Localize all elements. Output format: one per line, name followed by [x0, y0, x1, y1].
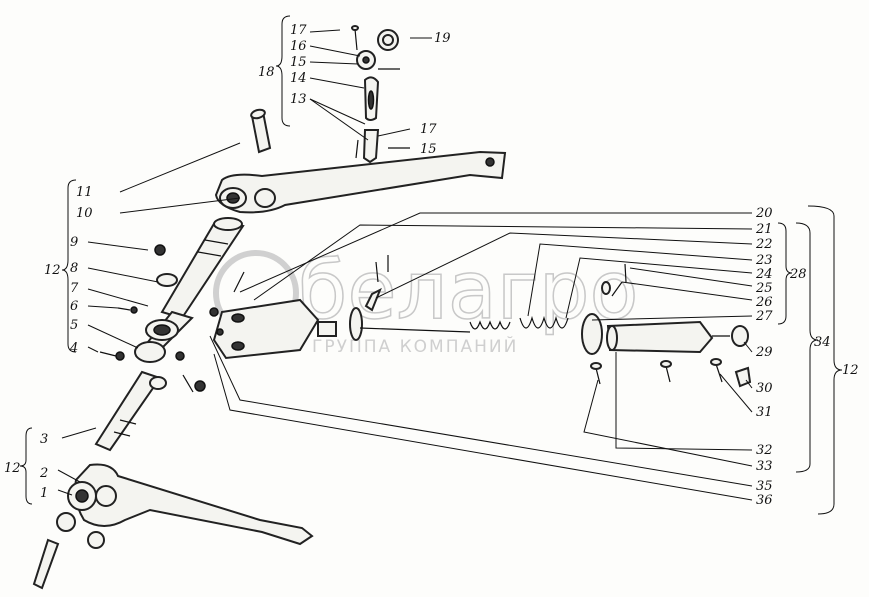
- pin-part: [250, 108, 272, 154]
- callout-32: 32: [756, 443, 773, 458]
- lower-pedal-lever: [32, 463, 314, 590]
- shaft-fittings: [99, 244, 206, 393]
- callout-10: 10: [76, 206, 93, 221]
- callout-27: 27: [755, 309, 773, 324]
- callout-26: 26: [755, 295, 773, 310]
- braces: [19, 15, 843, 515]
- callout-17-top: 17: [290, 23, 307, 38]
- callout-8: 8: [70, 261, 78, 276]
- callout-22: 22: [755, 237, 773, 252]
- callout-31: 31: [756, 405, 773, 420]
- callout-15-bottom: 15: [420, 142, 437, 157]
- callout-12-left: 12: [44, 263, 61, 278]
- callout-33: 33: [756, 459, 773, 474]
- callout-5: 5: [70, 318, 78, 333]
- leader-lines: [57, 29, 753, 501]
- callout-25: 25: [755, 281, 773, 296]
- callout-12-right-outer: 12: [842, 363, 859, 378]
- fork-yoke: [209, 271, 337, 360]
- callout-28: 28: [789, 267, 807, 282]
- splined-shaft: [94, 217, 245, 452]
- callout-14: 14: [290, 71, 307, 86]
- callout-36: 36: [756, 493, 773, 508]
- callout-15-top: 15: [290, 55, 307, 70]
- watermark-sub: ГРУППА КОМПАНИЙ: [312, 335, 518, 357]
- callout-4: 4: [69, 341, 78, 356]
- callout-24: 24: [755, 267, 773, 282]
- callout-23: 23: [755, 253, 773, 268]
- callout-7: 7: [70, 281, 79, 296]
- cylinder-assembly: [581, 263, 752, 388]
- callout-6: 6: [70, 299, 78, 314]
- callout-12-right-inner: 34: [814, 335, 831, 350]
- callout-13: 13: [290, 92, 307, 107]
- callout-21: 21: [755, 222, 773, 237]
- callout-17-bottom: 17: [420, 122, 437, 137]
- callout-16: 16: [290, 39, 307, 54]
- spring-rod: [349, 255, 569, 341]
- callout-20: 20: [755, 206, 773, 221]
- callout-19: 19: [434, 31, 451, 46]
- callout-9: 9: [70, 235, 78, 250]
- callout-12-bottom: 12: [4, 461, 21, 476]
- upper-lever: [214, 150, 507, 214]
- callout-29: 29: [755, 345, 773, 360]
- callout-35: 35: [756, 479, 773, 494]
- callout-30: 30: [756, 381, 773, 396]
- callout-2: 2: [39, 466, 48, 481]
- callout-1: 1: [40, 486, 48, 501]
- callout-numbers: 1 2 3 4 5 6 7 8 9 10 11 12 12 34 12 13 1…: [4, 23, 859, 508]
- callout-11: 11: [76, 185, 93, 200]
- callout-18: 18: [258, 65, 275, 80]
- turnbuckle-assembly: [351, 25, 410, 164]
- callout-3: 3: [40, 432, 48, 447]
